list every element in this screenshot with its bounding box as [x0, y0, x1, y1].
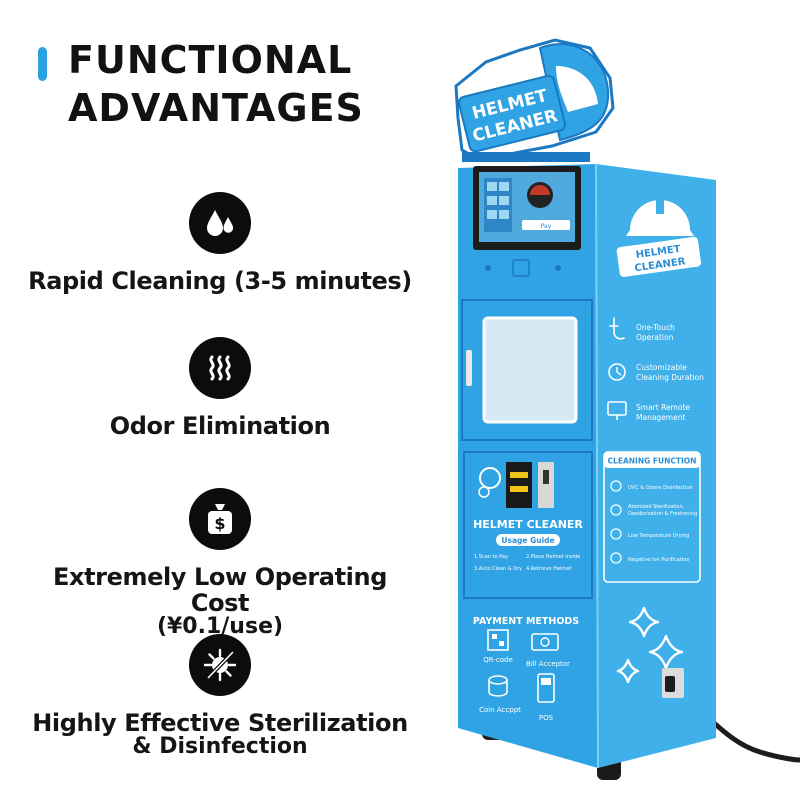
- feature-label: Extremely Low Operating Cost: [53, 563, 387, 617]
- side-feature-label: Smart Remote: [636, 403, 690, 412]
- bill-icon: [531, 633, 559, 651]
- payment-item-label: Coin Accppt: [479, 706, 521, 714]
- screen-pay-button[interactable]: Pay: [541, 223, 552, 230]
- ion-icon: [610, 552, 622, 564]
- money-bag-icon: $: [189, 488, 251, 550]
- side-helmet-logo: HELMET CLEANER: [616, 196, 702, 277]
- scanner-window: [512, 259, 530, 277]
- feature-label: Rapid Cleaning (3-5 minutes): [28, 267, 412, 295]
- coin-stack-icon: [488, 675, 508, 697]
- timer-icon: [608, 363, 626, 381]
- cleaning-item: Atomized Sterilization,: [628, 504, 685, 510]
- payment-item-label: POS: [539, 714, 554, 722]
- thermometer-icon: [610, 528, 622, 540]
- feature-odor-elimination: Odor Elimination: [20, 337, 420, 439]
- water-drops-icon: [189, 192, 251, 254]
- side-feature-label: Cleaning Duration: [636, 373, 704, 382]
- payment-module: HELMET CLEANER Usage Guide 1.Scan to Pay…: [463, 451, 593, 599]
- feature-sublabel: (¥0.1/use): [156, 614, 284, 639]
- coin-slot[interactable]: [538, 462, 554, 508]
- pos-terminal-icon: [537, 673, 555, 703]
- helmet-chamber-door[interactable]: [461, 299, 593, 441]
- power-socket: [662, 668, 684, 698]
- top-sign: HELMET CLEANER: [454, 38, 615, 162]
- side-feature-label: Operation: [636, 333, 674, 342]
- feature-label: Odor Elimination: [109, 412, 331, 440]
- side-feature-label: Management: [636, 413, 685, 422]
- feature-rapid-cleaning: Rapid Cleaning (3-5 minutes): [20, 192, 420, 294]
- touch-screen: Pay: [473, 166, 581, 250]
- heading-accent-bar: [38, 47, 47, 81]
- monitor-icon: [607, 401, 627, 420]
- cleaning-item: Deodorization & Freshening: [628, 511, 697, 517]
- spray-icon: [610, 504, 622, 516]
- payment-item-label: QR-code: [483, 656, 513, 664]
- steam-waves-icon: [189, 337, 251, 399]
- cleaning-item: Negative Ion Purification: [628, 557, 689, 563]
- side-feature-list: One-Touch Operation Customizable Cleanin…: [607, 317, 704, 422]
- payment-item-label: Bill Acceptor: [526, 660, 570, 668]
- payment-title: PAYMENT METHODS: [473, 616, 579, 627]
- usage-step: 2.Place Helmet inside: [526, 554, 580, 560]
- qr-code-icon: [487, 629, 509, 651]
- side-feature-label: Customizable: [636, 363, 687, 372]
- usage-step: 3.Auto Clean & Dry: [474, 566, 522, 572]
- feature-sterilization: Highly Effective Sterilization & Disinfe…: [20, 634, 420, 758]
- cleaning-item: Low Temperature Drying: [628, 533, 689, 539]
- feature-low-cost: $ Extremely Low Operating Cost (¥0.1/use…: [20, 488, 420, 638]
- payment-methods: PAYMENT METHODS QR-code Bill Acceptor Co…: [473, 616, 579, 722]
- usage-step: 4.Retrieve Helmet: [526, 566, 571, 572]
- door-handle[interactable]: [466, 350, 472, 386]
- usage-guide-title: Usage Guide: [501, 536, 554, 545]
- side-feature-label: One-Touch: [636, 323, 675, 332]
- bill-acceptor-slot[interactable]: [506, 462, 532, 508]
- virus-icon: [189, 634, 251, 696]
- usage-step: 1.Scan to Pay: [474, 554, 508, 560]
- svg-text:$: $: [214, 514, 225, 533]
- cleaning-function-box: CLEANING FUNCTION UVC & Ozone Disinfecti…: [603, 451, 701, 583]
- hand-touch-icon: [609, 317, 625, 340]
- front-title: HELMET CLEANER: [473, 518, 583, 531]
- feature-sublabel: & Disinfection: [132, 734, 308, 759]
- uv-icon: [610, 480, 622, 492]
- cleaning-item: UVC & Ozone Disinfection: [628, 485, 693, 491]
- feature-label: Highly Effective Sterilization: [32, 709, 408, 737]
- cleaning-function-title: CLEANING FUNCTION: [608, 457, 697, 466]
- page-heading: FUNCTIONAL ADVANTAGES: [68, 38, 364, 130]
